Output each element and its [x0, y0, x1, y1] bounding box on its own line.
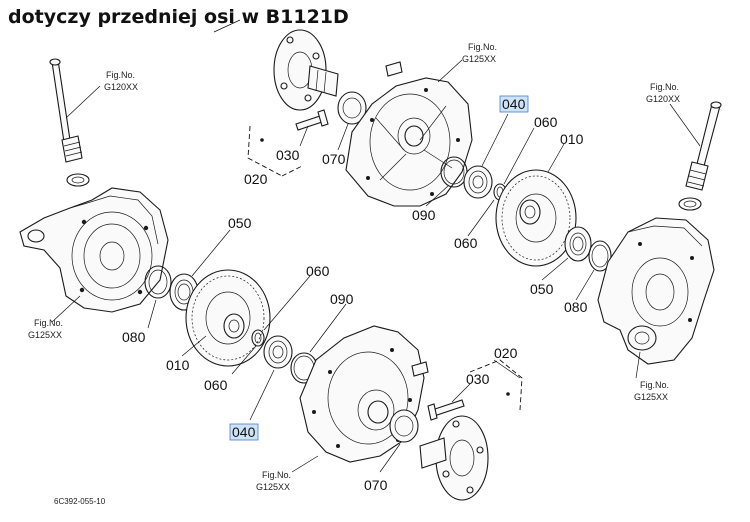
svg-text:G120XX: G120XX — [104, 82, 138, 92]
drawing-code: 6C392-055-10 — [54, 497, 106, 506]
fig-ref-g125-left[interactable]: Fig.No. G125XX — [28, 318, 63, 340]
svg-text:Fig.No.: Fig.No. — [650, 82, 679, 92]
seal-070-top[interactable] — [337, 91, 367, 125]
gear-case-left[interactable] — [19, 187, 169, 313]
gear-case-right[interactable] — [597, 217, 715, 365]
part-highlight-040-lower — [229, 423, 259, 441]
wheel-flange-top[interactable] — [273, 29, 339, 111]
part-highlight-040-top — [499, 95, 529, 113]
svg-text:Fig.No.: Fig.No. — [468, 42, 497, 52]
svg-text:Fig.No.: Fig.No. — [640, 380, 669, 390]
leader-lines — [51, 19, 701, 473]
seal-ring-left-top[interactable] — [66, 173, 90, 187]
fig-ref-g125-right[interactable]: Fig.No. G125XX — [634, 380, 669, 402]
part-label-010-top[interactable]: 010 — [560, 131, 584, 147]
part-label-070-top[interactable]: 070 — [322, 151, 346, 167]
part-label-030-bottom[interactable]: 030 — [466, 371, 490, 387]
part-label-010-left[interactable]: 010 — [166, 357, 190, 373]
part-label-020-bottom[interactable]: 020 — [494, 345, 518, 361]
part-label-060-top-a[interactable]: 060 — [534, 114, 558, 130]
bearing-040-top[interactable] — [463, 165, 493, 199]
part-label-020-top[interactable]: 020 — [244, 171, 268, 187]
bearing-040-lower[interactable] — [263, 335, 293, 369]
fig-ref-g120-left[interactable]: Fig.No. G120XX — [104, 70, 138, 92]
part-label-090-mid[interactable]: 090 — [330, 291, 354, 307]
bevel-gear-010-right[interactable] — [495, 169, 577, 267]
plug-bolt-top[interactable] — [385, 61, 403, 77]
part-label-050-left[interactable]: 050 — [228, 215, 252, 231]
part-label-050-right[interactable]: 050 — [530, 281, 554, 297]
svg-text:G125XX: G125XX — [634, 392, 668, 402]
bolt-030-top[interactable] — [295, 109, 329, 131]
part-label-080-right[interactable]: 080 — [564, 299, 588, 315]
part-label-060-top-b[interactable]: 060 — [454, 235, 478, 251]
part-label-090-top[interactable]: 090 — [412, 207, 436, 223]
part-label-080-left[interactable]: 080 — [122, 329, 146, 345]
plug-bolt-lower[interactable] — [411, 361, 429, 377]
svg-text:G125XX: G125XX — [28, 330, 62, 340]
part-label-040-top[interactable]: 040 — [502, 96, 526, 112]
group-bracket-top — [247, 125, 303, 177]
gear-case-cover-top[interactable] — [345, 77, 473, 207]
svg-text:G125XX: G125XX — [462, 54, 496, 64]
svg-text:Fig.No.: Fig.No. — [262, 470, 291, 480]
part-label-070-bottom[interactable]: 070 — [364, 477, 388, 493]
bevel-gear-010-left[interactable] — [185, 269, 271, 367]
fig-ref-g125-bottom[interactable]: Fig.No. G125XX — [256, 470, 291, 492]
seal-ring-right-top[interactable] — [678, 197, 702, 211]
part-label-060-mid[interactable]: 060 — [306, 263, 330, 279]
svg-text:Fig.No.: Fig.No. — [34, 318, 63, 328]
seal-080-right[interactable] — [588, 240, 612, 272]
bearing-050-right[interactable] — [564, 226, 592, 262]
svg-text:G120XX: G120XX — [646, 94, 680, 104]
kingpin-shaft-right[interactable] — [685, 101, 722, 191]
svg-text:Fig.No.: Fig.No. — [106, 70, 135, 80]
part-label-060-low[interactable]: 060 — [204, 377, 228, 393]
group-bracket-bottom — [469, 359, 523, 411]
part-label-040-lower[interactable]: 040 — [232, 424, 256, 440]
part-label-030-top[interactable]: 030 — [276, 147, 300, 163]
svg-text:G125XX: G125XX — [256, 482, 290, 492]
seal-080-left[interactable] — [144, 265, 172, 299]
wheel-flange-lower[interactable] — [419, 415, 489, 501]
kingpin-shaft-left[interactable] — [49, 58, 83, 163]
fig-ref-g125-top[interactable]: Fig.No. G125XX — [462, 42, 497, 64]
page-title: dotyczy przedniej osi w B1121D — [8, 6, 349, 28]
snap-ring-060-mid[interactable] — [251, 329, 265, 347]
bolt-030-lower[interactable] — [427, 399, 465, 421]
fig-ref-g120-right[interactable]: Fig.No. G120XX — [646, 82, 680, 104]
seal-070-lower[interactable] — [389, 409, 419, 443]
